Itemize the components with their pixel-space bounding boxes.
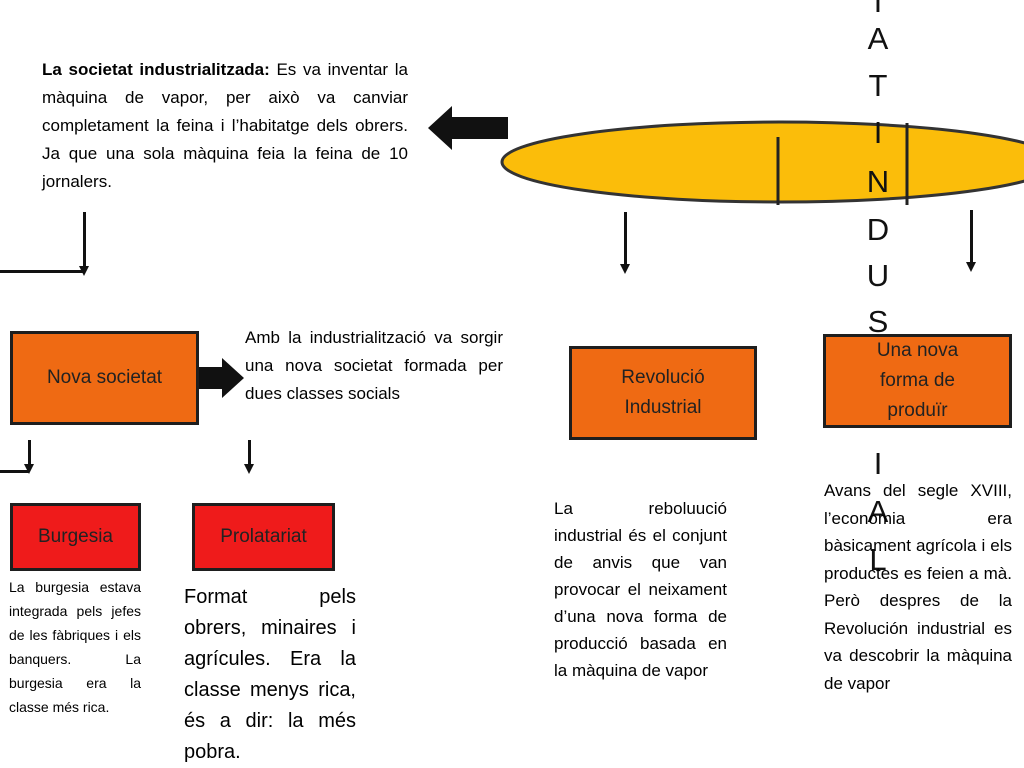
vertical-letter: U	[866, 258, 890, 293]
node-label: Una nova forma de produïr	[876, 340, 959, 421]
arrow-down-icon	[24, 464, 34, 474]
node-nova-forma: Una nova forma de produïr	[823, 334, 1012, 428]
vertical-letter: I	[873, 115, 883, 150]
vertical-letter: A	[867, 494, 889, 529]
left-block-arrow	[428, 106, 508, 150]
vertical-letter: S	[867, 304, 889, 339]
nova-forma-description: Avans del segle XVIII, l’economia era bà…	[824, 481, 1012, 693]
vertical-letter: T	[868, 0, 888, 19]
arrow-down-icon	[79, 266, 89, 276]
connector-line	[28, 440, 31, 468]
nova-societat-description: Amb la industrialització va sorgir una n…	[245, 328, 503, 403]
vertical-letter: I	[873, 446, 883, 481]
intro-paragraph: La societat industrialitzada: Es va inve…	[42, 56, 408, 196]
vertical-letter: L	[869, 542, 887, 577]
vertical-letter: T	[868, 68, 888, 103]
node-label: Prolatariat	[220, 526, 307, 547]
vertical-letter: N	[866, 164, 890, 199]
vertical-letter: D	[866, 212, 890, 247]
connector-line	[248, 440, 251, 468]
node-nova-societat: Nova societat	[10, 331, 199, 425]
proletariat-description: Format pels obrers, minaires i agrícules…	[184, 586, 356, 763]
arrow-down-icon	[966, 262, 976, 272]
vertical-letter: A	[867, 21, 889, 56]
intro-title: La societat industrialitzada:	[42, 60, 270, 79]
node-label: Nova societat	[46, 367, 163, 388]
connector-line	[83, 212, 86, 270]
connector-line	[624, 212, 627, 268]
intro-body: Es va inventar la màquina de vapor, per …	[42, 60, 408, 191]
revolucio-description: La reboluució industrial és el conjunt d…	[554, 499, 727, 680]
node-revolucio-industrial: Revolució Industrial	[569, 346, 757, 440]
right-block-arrow	[198, 358, 244, 398]
arrow-down-icon	[244, 464, 254, 474]
node-proletariat: Prolatariat	[192, 503, 335, 571]
burgesia-description: La burgesia estava integrada pels jefes …	[9, 579, 141, 715]
node-label: Burgesia	[38, 526, 113, 547]
connector-line	[0, 270, 84, 273]
connector-line	[970, 210, 973, 266]
connector-line	[0, 470, 29, 473]
node-burgesia: Burgesia	[10, 503, 141, 571]
arrow-down-icon	[620, 264, 630, 274]
node-label: Revolució Industrial	[621, 367, 705, 418]
